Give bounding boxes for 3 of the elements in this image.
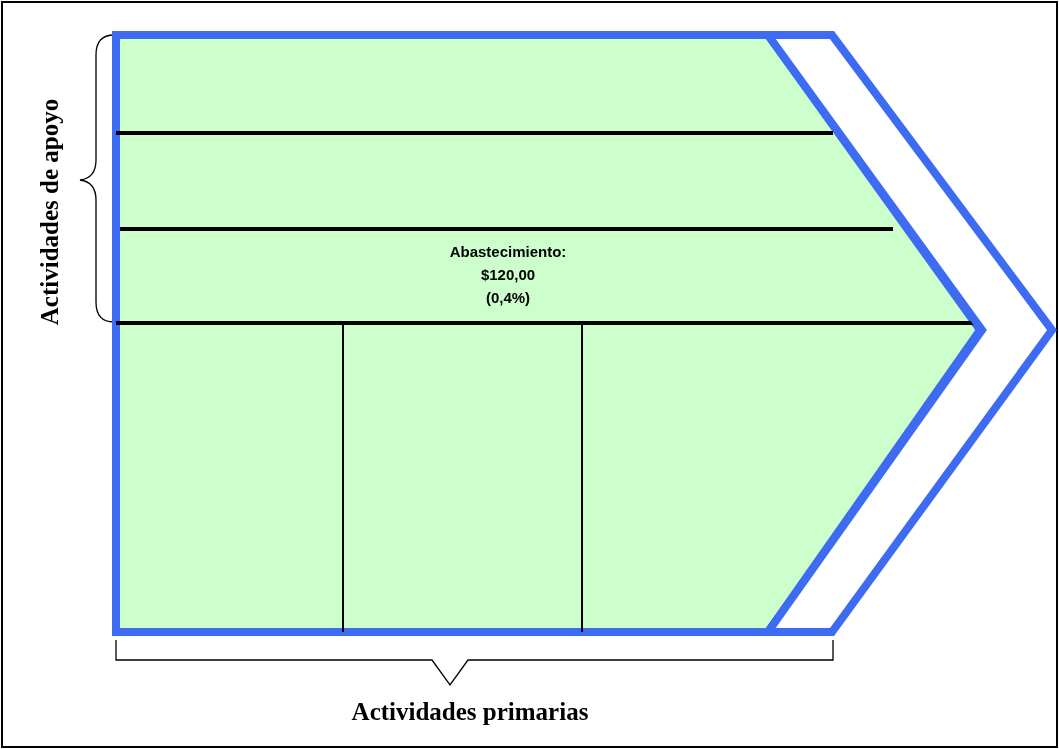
axis-label: Actividades de apoyo [36,98,64,326]
axis-label: Actividades primarias [351,698,589,726]
band-text: Abastecimiento: $120,00 (0,4%) [449,240,567,309]
